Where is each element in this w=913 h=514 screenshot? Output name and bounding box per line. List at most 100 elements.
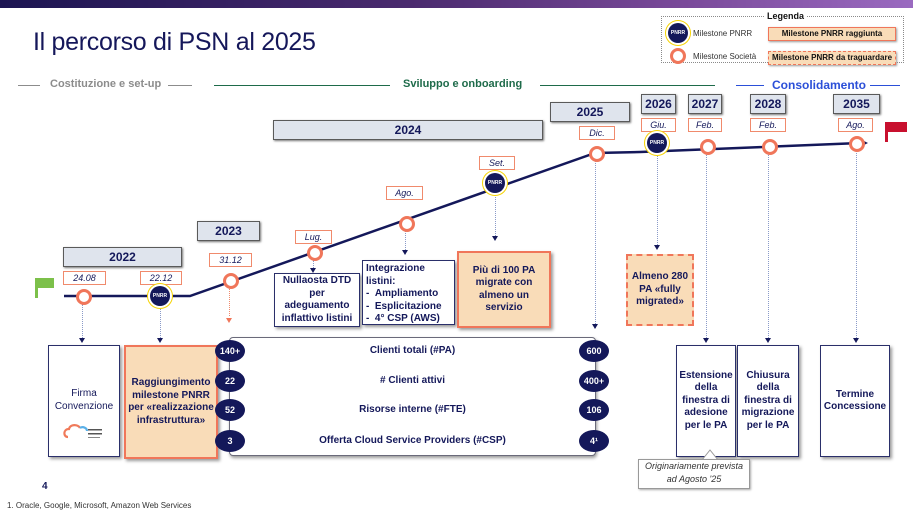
phase-arrow-right [540,85,715,86]
date-label: 22.12 [140,271,182,285]
connector-arrow [592,324,598,329]
date-label: 31.12 [209,253,252,267]
phase-onboarding-label: Sviluppo e onboarding [403,78,523,90]
milestone-company-icon [589,146,605,162]
date-label: Lug. [295,230,332,244]
connector-arrow [853,338,859,343]
milestone-pnrr-icon: PNRR [150,286,170,306]
connector-line [405,230,406,252]
phase-setup-label: Costituzione e set-up [50,78,162,90]
milestone-company-icon [849,136,865,152]
connector-line [768,150,769,340]
top-banner [0,0,913,8]
date-label: Feb. [750,118,786,132]
year-2022: 2022 [63,247,182,267]
phase-arrow-left [18,85,40,86]
date-label: Set. [479,156,515,170]
legend-pending-box: Milestone PNRR da traguardare [768,51,896,65]
kpi-label: Risorse interne (#FTE) [359,404,466,415]
phase-arrow-right [168,85,192,86]
connector-line [82,304,83,340]
date-label: Feb. [688,118,722,132]
date-label: Ago. [838,118,873,132]
year-2027: 2027 [688,94,722,114]
connector-line [657,154,658,247]
milestone-company-icon [399,216,415,232]
connector-arrow [492,236,498,241]
kpi-end-value: 106 [579,399,609,421]
integrazione-item: - 4° CSP (AWS) [366,313,440,324]
connector-line [595,160,596,328]
legend-reached-box: Milestone PNRR raggiunta [768,27,896,41]
legend-pnrr-icon: PNRR [668,23,688,43]
integrazione-item: - Ampliamento [366,288,439,299]
milestone-company-icon [762,139,778,155]
milestone-pnrr-icon: PNRR [647,133,667,153]
box-termine-concessione: Termine Concessione [820,345,890,457]
box-raggiungimento: Raggiungimento milestone PNRR per «reali… [124,345,218,459]
year-2024: 2024 [273,120,543,140]
year-2028: 2028 [750,94,786,114]
box-estensione: Estensione della finestra di adesione pe… [676,345,736,457]
kpi-start-value: 140+ [215,340,245,362]
connector-line [495,194,496,238]
connector-line [160,306,161,340]
box-chiusura: Chiusura della finestra di migrazione pe… [737,345,799,457]
kpi-end-value: 400+ [579,370,609,392]
phase-arrow-left [214,85,390,86]
kpi-panel [229,337,596,456]
connector-arrow [226,318,232,323]
start-flag-icon [35,278,54,298]
connector-arrow [654,245,660,250]
date-label: 24.08 [63,271,106,285]
legend-pnrr-label: Milestone PNRR [693,29,753,38]
kpi-label: Clienti totali (#PA) [369,345,456,356]
milestone-pnrr-icon: PNRR [485,173,505,193]
box-firma-convenzione: Firma Convenzione [48,345,120,457]
page-number: 4 [42,481,48,492]
legend-title: Legenda [764,11,808,21]
year-2023: 2023 [197,221,260,241]
connector-line [706,152,707,340]
phase-consolidation-label: Consolidamento [772,78,867,92]
milestone-company-icon [76,289,92,305]
kpi-label: # Clienti attivi [379,375,445,386]
integrazione-title: Integrazione listini: [366,263,425,287]
milestone-company-icon [223,273,239,289]
psn-logo-icon [63,424,102,439]
integrazione-item: - Esplicitazione [366,300,442,312]
connector-arrow [310,268,316,273]
year-2025: 2025 [550,102,630,122]
box-almeno-280-pa: Almeno 280 PA «fully migrated» [626,254,694,326]
legend-company-label: Milestone Società [693,52,757,61]
box-piu-100-pa: Più di 100 PA migrate con almeno un serv… [457,251,551,328]
legend-company-icon [670,48,686,64]
callout-note: Originariamente prevista ad Agosto '25 [638,459,750,489]
connector-arrow [157,338,163,343]
phase-arrow-right [870,85,900,86]
kpi-end-value: 4¹ [579,430,609,452]
box-integrazione-listini: Integrazione listini: - Ampliamento - Es… [362,260,455,325]
kpi-start-value: 22 [215,370,245,392]
connector-arrow [79,338,85,343]
kpi-end-value: 600 [579,340,609,362]
date-label: Dic. [579,126,615,140]
connector-line [313,260,314,270]
date-label: Ago. [386,186,423,200]
milestone-company-icon [700,139,716,155]
connector-line [856,148,857,340]
firma-text: Firma Convenzione [54,388,114,412]
milestone-company-icon [307,245,323,261]
box-nullaosta: Nullaosta DTD per adeguamento inflattivo… [274,273,360,327]
year-2026: 2026 [641,94,676,114]
connector-arrow [703,338,709,343]
phase-arrow-left [736,85,764,86]
kpi-start-value: 3 [215,430,245,452]
kpi-start-value: 52 [215,399,245,421]
connector-arrow [765,338,771,343]
footnote: 1. Oracle, Google, Microsoft, Amazon Web… [7,501,192,510]
page-title: Il percorso di PSN al 2025 [33,28,316,56]
date-label: Giu. [641,118,676,132]
connector-line [229,286,230,316]
connector-arrow [402,250,408,255]
